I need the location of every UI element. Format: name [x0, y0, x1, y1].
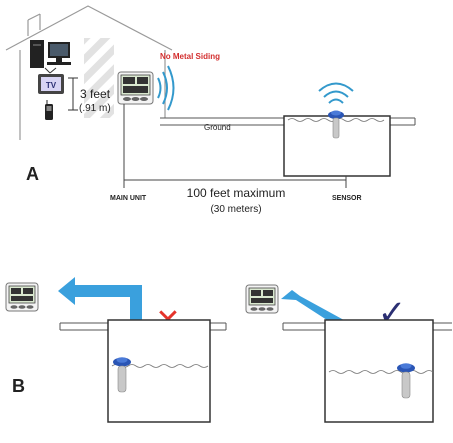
sensor-signal-icon	[318, 82, 354, 104]
pool-wall-left	[59, 322, 227, 331]
house-outline	[5, 5, 173, 140]
distance-bracket	[68, 77, 78, 111]
panel-a: TV 3 feet (.91 m)	[5, 5, 416, 215]
max-distance-line	[123, 104, 347, 188]
panel-a-label: A	[26, 164, 39, 184]
hatched-wall	[84, 38, 114, 118]
main-unit-display	[117, 71, 154, 105]
phone-icon	[45, 100, 53, 120]
distance-meters: (.91 m)	[79, 103, 111, 114]
main-unit-display-wrong	[5, 282, 39, 312]
floating-sensor-a	[328, 110, 344, 139]
tv-label: TV	[46, 81, 57, 90]
main-unit-signal-icon	[157, 65, 175, 111]
main-unit-display-right	[245, 284, 279, 314]
distance-feet: 3 feet	[80, 87, 111, 101]
sensor-label: SENSOR	[332, 195, 362, 202]
tv-icon	[38, 67, 64, 94]
pool-wall-right	[282, 322, 452, 331]
pool-b-right	[324, 319, 434, 423]
max-distance-label: 100 feet maximum	[187, 186, 286, 200]
max-distance-meters: (30 meters)	[210, 204, 261, 215]
panel-b-label: B	[12, 376, 25, 396]
main-unit-label: MAIN UNIT	[110, 195, 147, 202]
blocked-signal-arrow	[58, 277, 142, 345]
panel-b: ✕ ✓	[5, 277, 452, 423]
ground-label: Ground	[204, 123, 231, 132]
computer-icon	[30, 40, 71, 68]
floating-sensor-b-right	[397, 363, 415, 399]
floating-sensor-b-left	[113, 357, 131, 393]
ground-line	[160, 117, 416, 126]
no-metal-siding-warning: No Metal Siding	[160, 52, 220, 61]
